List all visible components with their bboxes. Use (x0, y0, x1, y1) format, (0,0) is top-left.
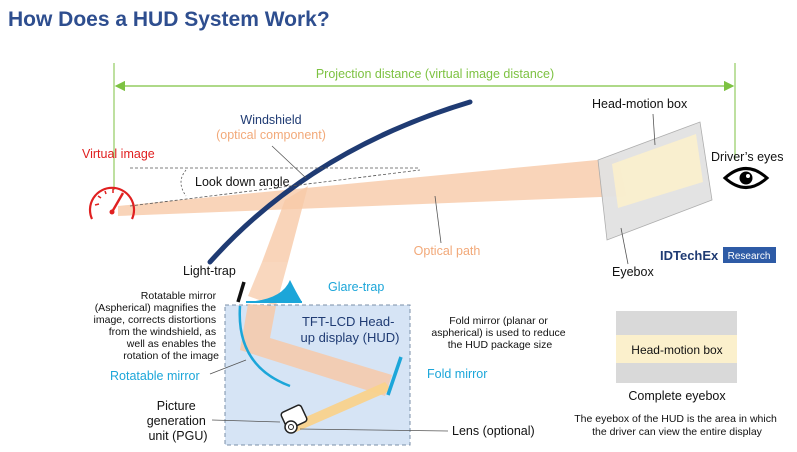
pgu-icon (280, 404, 308, 434)
complete-eyebox-band (616, 335, 737, 363)
eyebox-note: The eyebox of the HUD is the area in whi… (574, 413, 779, 438)
fold-mirror (386, 356, 403, 396)
pgu-pointer (211, 419, 281, 423)
tft-lcd-label: TFT-LCD Head- up display (HUD) (301, 314, 400, 345)
fold-mirror-description: Fold mirror (planar or aspherical) is us… (431, 315, 568, 351)
drivers-eyes-label: Driver’s eyes (711, 150, 783, 164)
look-down-line (129, 169, 421, 207)
eyebox-label: Eyebox (612, 265, 654, 279)
complete-eyebox-box-label: Head-motion box (631, 343, 722, 357)
head-motion-box-label: Head-motion box (592, 97, 688, 111)
head-motion-pointer (652, 113, 656, 146)
windshield (207, 99, 473, 265)
optical-beam-vertical (262, 186, 308, 262)
optical-beam-pgu (290, 382, 392, 432)
eyebox-pointer (620, 227, 629, 265)
optical-beam-internal (240, 304, 392, 396)
complete-eyebox-label: Complete eyebox (628, 389, 726, 403)
projection-distance-label: Projection distance (virtual image dista… (316, 67, 554, 81)
look-down-angle-arc (180, 169, 187, 197)
glare-trap-label: Glare-trap (328, 280, 384, 294)
windshield-pointer (271, 145, 307, 179)
optical-beam-virtual (118, 158, 626, 216)
logo-brand: IDTechEx (660, 248, 719, 263)
light-trap-label: Light-trap (183, 264, 236, 278)
virtual-image-label: Virtual image (82, 147, 155, 161)
eye-icon (722, 167, 770, 189)
speedometer-icon (88, 186, 136, 220)
windshield-label: Windshield (240, 113, 301, 127)
rotatable-mirror (238, 305, 291, 388)
optical-path-label: Optical path (414, 244, 481, 258)
rotatable-mirror-label: Rotatable mirror (110, 369, 200, 383)
look-down-angle-label: Look down angle (195, 175, 290, 189)
logo-tag: Research (728, 251, 771, 262)
optical-component-label: (optical component) (216, 128, 326, 142)
optical-path-pointer (434, 195, 442, 244)
idtechex-logo: IDTechEx Research (660, 247, 776, 263)
rotatable-mirror-description: Rotatable mirror (Aspherical) magnifies … (94, 290, 220, 362)
page-title: How Does a HUD System Work? (8, 8, 330, 31)
pgu-label: Picture generation unit (PGU) (147, 399, 210, 443)
lens-pointer (299, 428, 449, 432)
fold-mirror-label: Fold mirror (427, 367, 487, 381)
light-trap (236, 281, 246, 303)
rotatable-mirror-pointer (209, 359, 247, 375)
glare-trap (246, 280, 302, 302)
lens-label: Lens (optional) (452, 424, 535, 438)
eyebox-highlight (612, 134, 703, 208)
